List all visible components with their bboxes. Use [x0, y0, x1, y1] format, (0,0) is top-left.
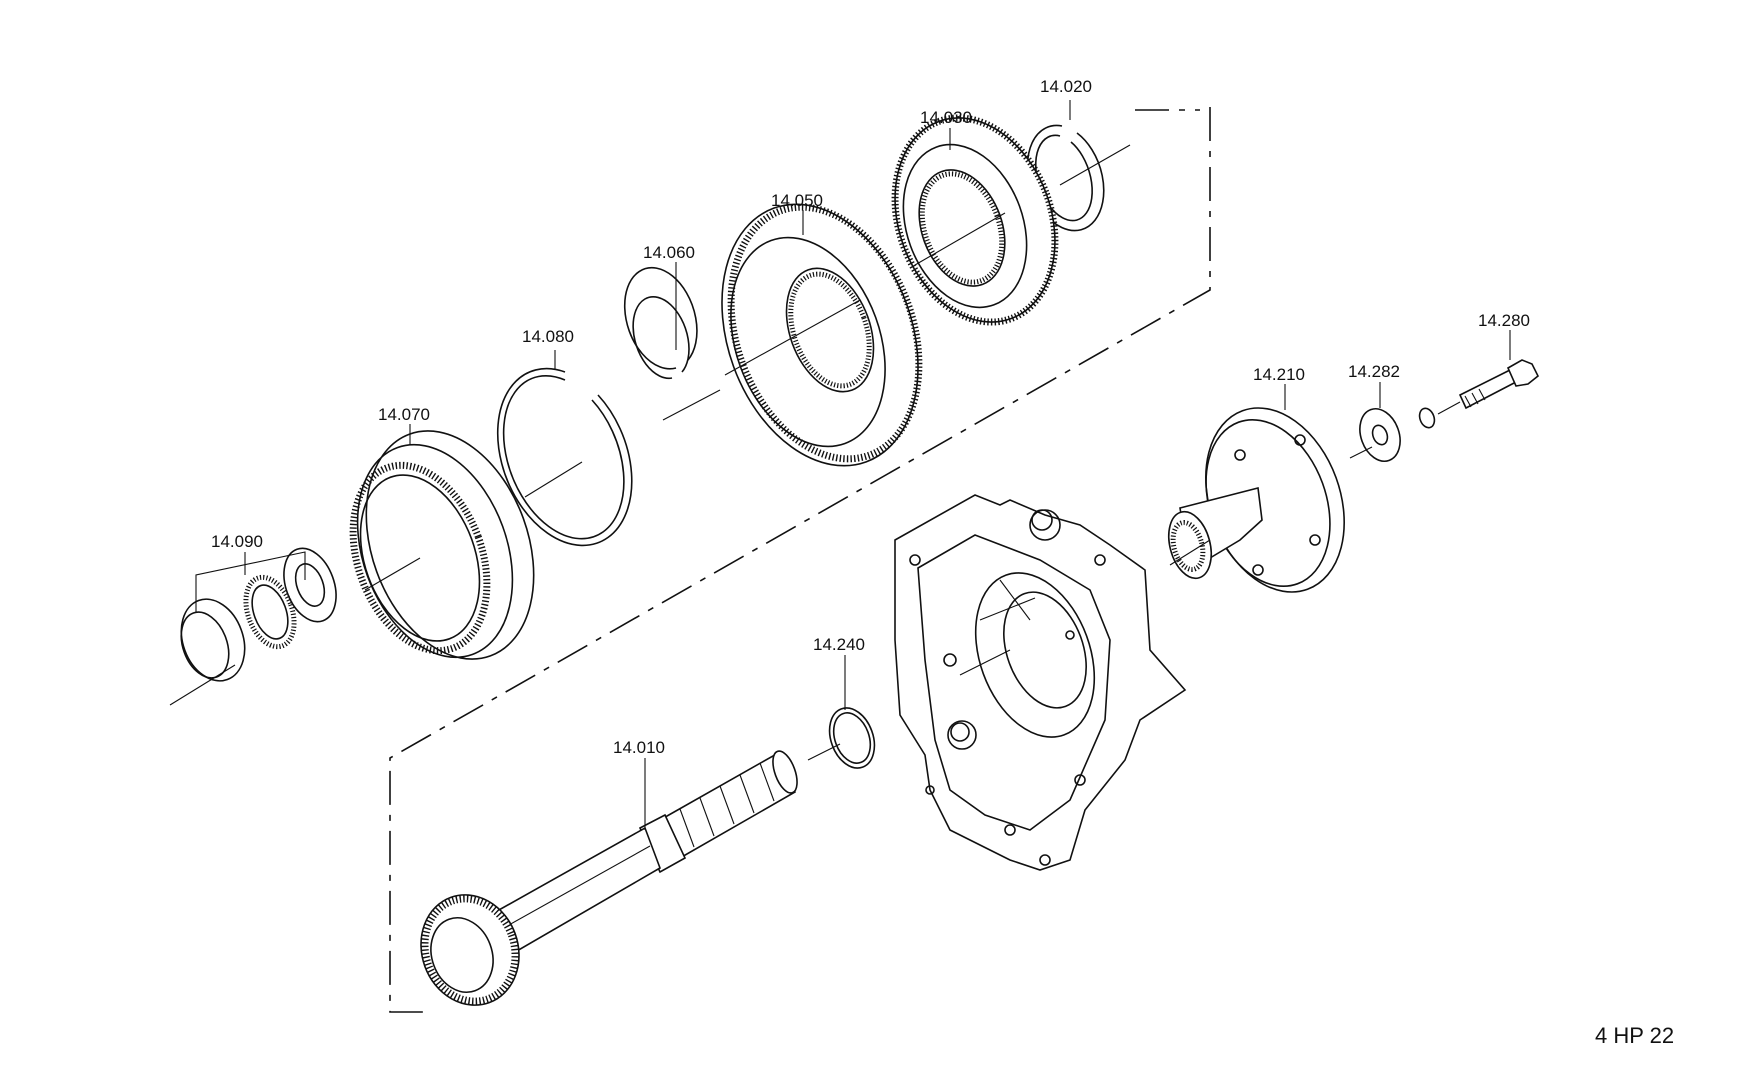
callout-14060: 14.060 — [643, 243, 695, 350]
transmission-housing — [894, 494, 1187, 871]
part-14060-snap-ring[interactable] — [623, 266, 721, 421]
label-14240: 14.240 — [813, 635, 865, 654]
label-14080: 14.080 — [522, 327, 574, 346]
callout-14240: 14.240 — [813, 635, 865, 710]
label-14070: 14.070 — [378, 405, 430, 424]
callout-14210: 14.210 — [1253, 365, 1305, 410]
label-14090: 14.090 — [211, 532, 263, 551]
part-14050-planet-carrier[interactable] — [687, 177, 952, 494]
part-14282-washer[interactable] — [1349, 403, 1407, 467]
callout-14280: 14.280 — [1478, 311, 1530, 360]
label-14060: 14.060 — [643, 243, 695, 262]
callout-14282: 14.282 — [1348, 362, 1400, 408]
callout-14010: 14.010 — [613, 738, 665, 830]
label-14050: 14.050 — [771, 191, 823, 210]
part-14070-ring-gear[interactable] — [329, 407, 564, 682]
callout-14050: 14.050 — [771, 191, 823, 235]
label-14020: 14.020 — [1040, 77, 1092, 96]
callout-14070: 14.070 — [378, 405, 430, 445]
part-14080-large-snap-ring[interactable] — [496, 367, 633, 547]
part-14280-bolt[interactable] — [1417, 359, 1540, 430]
callout-14080: 14.080 — [522, 327, 574, 370]
label-14282: 14.282 — [1348, 362, 1400, 381]
label-14210: 14.210 — [1253, 365, 1305, 384]
part-14210-output-flange[interactable] — [1162, 388, 1369, 611]
callout-14090: 14.090 — [195, 532, 306, 612]
part-14090-bearing-set[interactable] — [169, 541, 346, 706]
label-14030: 14.030 — [920, 108, 972, 127]
callout-14030: 14.030 — [920, 108, 972, 150]
part-14240-o-ring[interactable] — [807, 702, 882, 775]
part-14030-gear[interactable] — [868, 95, 1083, 344]
part-14020-snap-ring[interactable] — [1026, 124, 1131, 232]
callout-14020: 14.020 — [1040, 77, 1092, 120]
assembly-outline — [389, 107, 1211, 1013]
part-14010-input-shaft[interactable] — [406, 748, 802, 1019]
label-14280: 14.280 — [1478, 311, 1530, 330]
label-14010: 14.010 — [613, 738, 665, 757]
diagram-code: 4 HP 22 — [1595, 1023, 1674, 1048]
